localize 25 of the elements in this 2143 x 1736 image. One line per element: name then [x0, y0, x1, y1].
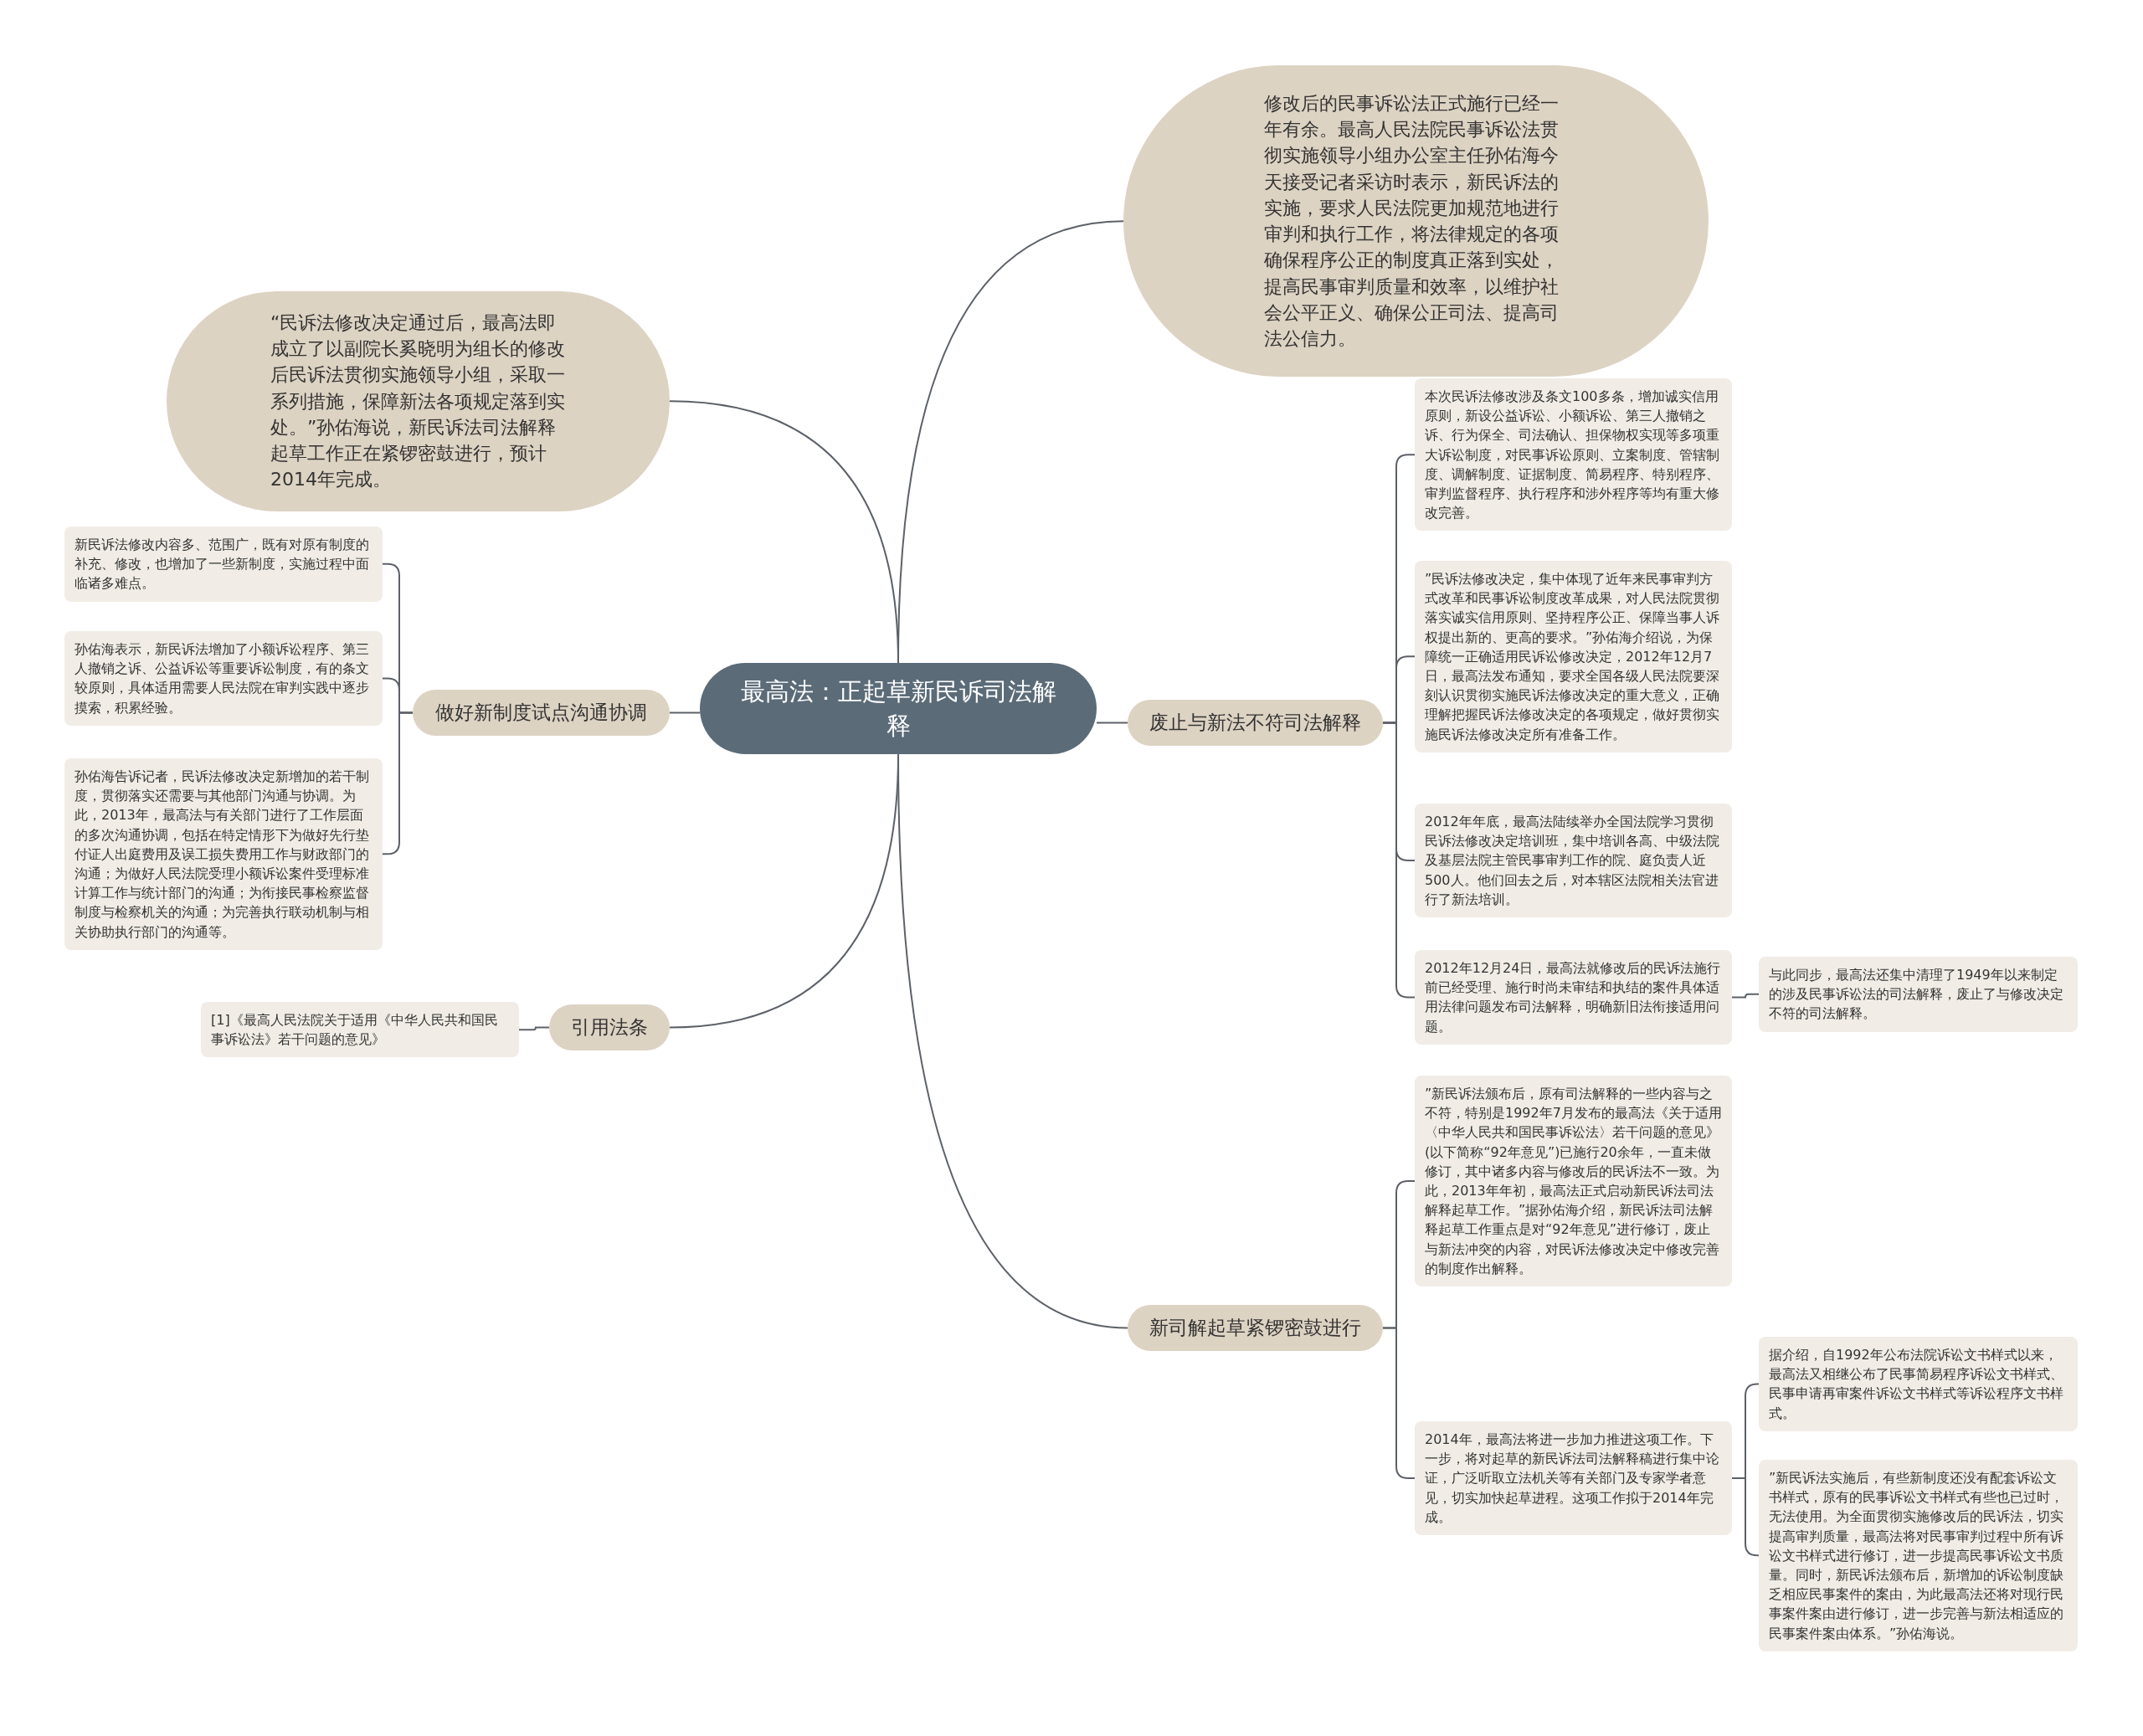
connector-line: [1096, 722, 1128, 724]
branch-topic: 引用法条: [549, 1004, 670, 1050]
note-card: 与此同步，最高法还集中清理了1949年以来制定的涉及民事诉讼法的司法解释，废止了与修改决定不符的司法解释。: [1759, 957, 2078, 1032]
note-card: 本次民诉法修改涉及条文100多条，增加诚实信用原则，新设公益诉讼、小额诉讼、第三人撤销之诉、行为保全、司法确认、担保物权实现等多项重大诉讼制度，对民事诉讼原则、立案制度、管辖制度、调解制度、证据制度、简易程序、特别程序、审判监督程序、执行程序和涉外程序等均有重大修改完善。: [1415, 378, 1732, 532]
note-card: 2012年12月24日，最高法就修改后的民诉法施行前已经受理、施行时尚未审结和执结的案件具体适用法律问题发布司法解释，明确新旧法衔接适用问题。: [1415, 950, 1732, 1045]
note-card: ”民诉法修改决定，集中体现了近年来民事审判方式改革和民事诉讼制度改革成果，对人民法院贯彻落实诚实信用原则、坚持程序公正、保障当事人诉权提出新的、更高的要求。”孙佑海介绍说，为保障统一正确适用民诉讼修改决定，2012年12月7日，最高法发布通知，要求全国各级人民法院要深刻认识贯彻实施民诉法修改决定的重大意义，正确理解把握民诉法修改决定的各项规定，做好贯彻实施民诉法修改决定所有准备工作。: [1415, 561, 1732, 752]
note-card: [1]《最高人民法院关于适用《中华人民共和国民事诉讼法》若干问题的意见》: [201, 1002, 519, 1058]
connector-line: [1731, 1477, 1760, 1557]
connector-line: [669, 711, 701, 714]
note-card: 据介绍，自1992年公布法院诉讼文书样式以来，最高法又相继公布了民事简易程序诉讼文书样式、民事申请再审案件诉讼文书样式等诉讼程序文书样式。: [1759, 1337, 2078, 1431]
branch-topic: 废止与新法不符司法解释: [1128, 700, 1383, 746]
connector-line: [518, 1026, 550, 1031]
note-card: 孙佑海告诉记者，民诉法修改决定新增加的若干制度，贯彻落实还需要与其他部门沟通与协调。为此，2013年，最高法与有关部门进行了工作层面的多次沟通协调，包括在特定情形下为做好先行垫付证人出庭费用及误工损失费用工作与财政部门的沟通；为做好人民法院受理小额诉讼案件受理标准计算工作与统计部门的沟通；为衔接民事检察监督制度与检察机关的沟通；为完善执行联动机制与相关协助执行部门的沟通等。: [64, 758, 383, 950]
note-card: 2014年，最高法将进一步加力推进这项工作。下一步，将对起草的新民诉法司法解释稿进行集中论证，广泛听取立法机关等有关部门及专家学者意见，切实加快起草进程。这项工作拟于2014年完成。: [1415, 1421, 1732, 1535]
note-card: 孙佑海表示，新民诉法增加了小额诉讼程序、第三人撤销之诉、公益诉讼等重要诉讼制度，有的条文较原则，具体适用需要人民法院在审判实践中逐步摸索，积累经验。: [64, 631, 383, 726]
note-card: ”新民诉法颁布后，原有司法解释的一些内容与之不符，特别是1992年7月发布的最高法《关于适用〈中华人民共和国民事诉讼法〉若干问题的意见》(以下简称“92年意见”)已施行20余年，一直未做修订，其中诸多内容与修改后的民诉法不一致。为此，2013年年初，最高法正式启动新民诉法司法解释起草工作。”据孙佑海介绍，新民诉法司法解释起草工作重点是对“92年意见”进行修订，废止与新法冲突的内容，对民诉法修改决定中修改完善的制度作出解释。: [1415, 1076, 1732, 1287]
branch-topic: 做好新制度试点沟通协调: [413, 690, 670, 736]
connector-line: [1731, 993, 1760, 999]
note-card: ”新民诉法实施后，有些新制度还没有配套诉讼文书样式，原有的民事诉讼文书样式有些也已过时，无法使用。为全面贯彻实施修改后的民诉法，切实提高审判质量，最高法将对民事审判过程中所有诉讼文书样式进行修订，进一步提高民事诉讼文书质量。同时，新民诉法颁布后，新增加的诉讼制度缺乏相应民事案件的案由，为此最高法还将对现行民事案件案由进行修订，进一步完善与新法相适应的民事案件案由体系。”孙佑海说。: [1759, 1460, 2078, 1651]
central-topic: 最高法：正起草新民诉司法解释: [700, 663, 1097, 755]
branch-topic: 新司解起草紧锣密鼓进行: [1128, 1305, 1383, 1351]
note-card: 2012年年底，最高法陆续举办全国法院学习贯彻民诉法修改决定培训班，集中培训各高、中级法院及基层法院主管民事审判工作的院、庭负责人近500人。他们回去之后，对本辖区法院相关法官进行了新法培训。: [1415, 804, 1732, 917]
topic-bubble: 修改后的民事诉讼法正式施行已经一年有余。最高人民法院民事诉讼法贯彻实施领导小组办公室主任孙佑海今天接受记者采访时表示，新民诉法的实施，要求人民法院更加规范地进行审判和执行工作，将法律规定的各项确保程序公正的制度真正落到实处，提高民事审判质量和效率，以维护社会公平正义、确保公正司法、提高司法公信力。: [1123, 65, 1709, 378]
topic-bubble: “民诉法修改决定通过后，最高法即成立了以副院长奚晓明为组长的修改后民诉法贯彻实施领导小组，采取一系列措施，保障新法各项规定落到实处。”孙佑海说，新民诉法司法解释起草工作正在紧锣密鼓进行，预计2014年完成。: [167, 291, 670, 511]
note-card: 新民诉法修改内容多、范围广，既有对原有制度的补充、修改，也增加了一些新制度，实施过程中面临诸多难点。: [64, 526, 383, 602]
